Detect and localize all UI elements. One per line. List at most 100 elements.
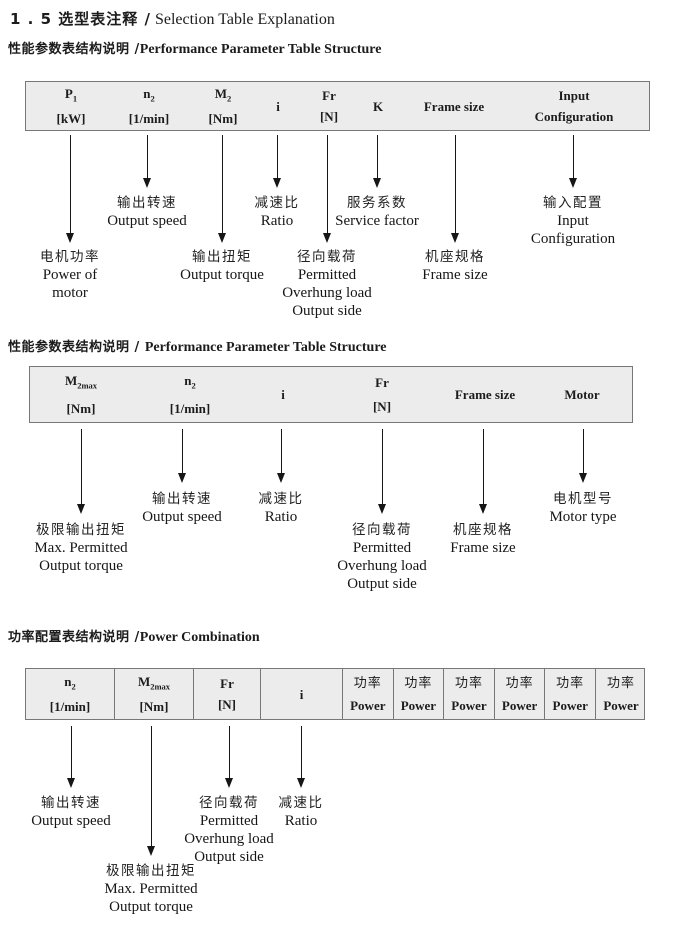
header-text: [1/min] (49, 699, 91, 715)
label-line: Ratio (264, 509, 298, 525)
column-header-cell: Fr [N] (320, 82, 338, 130)
header-subscript: 2max (150, 681, 171, 692)
header-text: Fr (375, 375, 389, 391)
label-line: Input (557, 213, 589, 229)
header-line: 功率 (404, 675, 432, 691)
label-line: Ratio (260, 213, 294, 229)
label-line: Frame size (450, 540, 516, 556)
down-arrow-icon (150, 726, 152, 847)
header-line: [N] (373, 399, 391, 414)
header-subscript: 2 (150, 93, 155, 104)
column-header-cell: 功率 Power (493, 669, 545, 719)
header-text: Power (400, 697, 437, 713)
down-arrowhead-icon (224, 778, 233, 788)
header-text: M (214, 86, 228, 102)
page-title: 1 . 5 选型表注释 / Selection Table Explanatio… (10, 8, 335, 29)
header-line: 功率 (506, 675, 534, 691)
down-arrowhead-icon (65, 233, 74, 243)
label-line: 输出转速 (116, 195, 177, 211)
label-line: 减速比 (278, 795, 324, 811)
down-arrow-icon (381, 429, 383, 505)
section-heading-en: Performance Parameter Table Structure (139, 42, 382, 57)
header-text: Configuration (534, 109, 614, 124)
down-arrowhead-icon (142, 178, 151, 188)
down-arrow-icon (300, 726, 302, 779)
label-line: 极限输出扭矩 (35, 522, 126, 538)
header-text: i (299, 686, 304, 702)
column-header-cell: M2max[Nm] (65, 367, 97, 422)
down-arrow-icon (454, 135, 456, 234)
down-arrow-icon (582, 429, 584, 474)
section-heading-en: Power Combination (139, 630, 260, 645)
label-line: Output side (292, 303, 362, 319)
label-line: Output speed (107, 213, 187, 229)
label-line: Output side (194, 849, 264, 865)
header-line: K (373, 99, 383, 114)
column-header-cell: Frame size (455, 367, 515, 422)
header-line: Power (502, 698, 537, 713)
column-header-cell: P1 [kW] (57, 82, 86, 130)
column-header-cell: K (373, 82, 383, 130)
header-text: [N] (319, 109, 339, 124)
header-text: [1/min] (169, 400, 211, 416)
header-line: Power (451, 698, 486, 713)
column-header-cell: Frame size (424, 82, 484, 130)
header-line: Fr (220, 676, 234, 691)
header-line: [N] (218, 697, 236, 712)
header-line: n2 (143, 86, 154, 107)
column-header-cell: Fr [N] (193, 669, 260, 719)
label-line: 径向载荷 (352, 522, 412, 538)
header-line: P1 (65, 86, 77, 107)
label-line: 电机功率 (40, 249, 100, 265)
header-text: [kW] (56, 110, 86, 126)
label-line: 输出转速 (40, 795, 101, 811)
column-header-cell: Fr [N] (373, 367, 391, 422)
header-text: n (64, 673, 72, 689)
header-line: Motor (564, 387, 599, 402)
header-text: 功率 (353, 676, 382, 692)
down-arrow-icon (70, 726, 72, 779)
header-line: Power (553, 698, 588, 713)
down-arrowhead-icon (578, 473, 587, 483)
header-text: i (276, 98, 280, 114)
header-text: Power (451, 697, 487, 713)
header-line: [Nm] (140, 699, 169, 714)
down-arrow-icon (146, 135, 148, 179)
header-line: n2 (184, 373, 195, 394)
down-arrowhead-icon (76, 504, 85, 514)
header-line: Power (401, 698, 436, 713)
down-arrowhead-icon (296, 778, 305, 788)
section-heading: 功率配置表结构说明 /Power Combination (8, 626, 260, 646)
header-line: Power (603, 698, 638, 713)
column-header-cell: n2 [1/min] (26, 669, 114, 719)
down-arrow-icon (221, 135, 223, 234)
page-title-en: Selection Table Explanation (150, 11, 335, 28)
column-header-cell: i (260, 669, 342, 719)
header-text: Fr (322, 88, 336, 103)
column-header-cell: n2 [1/min] (170, 367, 210, 422)
header-text: [1/min] (128, 110, 170, 126)
section-heading: 性能参数表结构说明 / Performance Parameter Table … (8, 336, 387, 356)
header-line: i (276, 99, 280, 114)
down-arrow-icon (80, 429, 82, 505)
down-arrow-icon (326, 135, 328, 234)
header-line: n2 (64, 674, 75, 695)
header-text: [Nm] (66, 400, 96, 416)
header-line: M2 (215, 86, 232, 107)
column-header-cell: Motor (564, 367, 599, 422)
down-arrowhead-icon (377, 504, 386, 514)
label-line: 减速比 (254, 195, 300, 211)
